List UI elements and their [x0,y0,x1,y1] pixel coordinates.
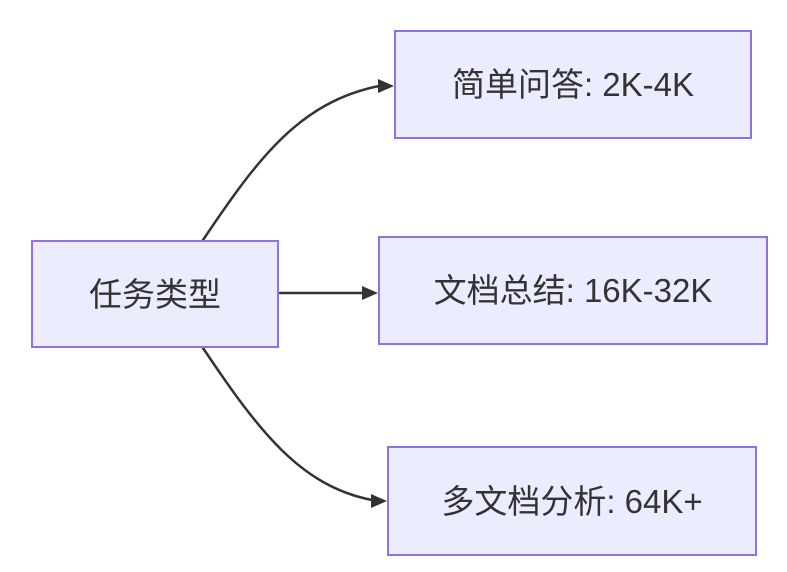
node-multi-doc-analysis-label: 多文档分析: 64K+ [441,482,703,520]
edge-line-multi-doc-analysis [201,346,374,502]
arrowhead-simple-qa [378,79,394,93]
arrowhead-doc-summary [362,286,378,300]
edge-task-type-to-doc-summary [278,286,378,300]
edge-task-type-to-simple-qa [201,79,394,242]
node-multi-doc-analysis: 多文档分析: 64K+ [387,446,757,556]
edge-line-simple-qa [201,84,381,242]
edge-task-type-to-multi-doc-analysis [201,346,387,508]
arrowhead-multi-doc-analysis [371,494,387,508]
node-doc-summary-label: 文档总结: 16K-32K [433,272,713,309]
node-task-type-label: 任务类型 [89,275,221,313]
node-simple-qa: 简单问答: 2K-4K [394,30,752,139]
node-doc-summary: 文档总结: 16K-32K [378,236,768,345]
node-simple-qa-label: 简单问答: 2K-4K [451,66,695,103]
node-task-type: 任务类型 [31,240,279,348]
